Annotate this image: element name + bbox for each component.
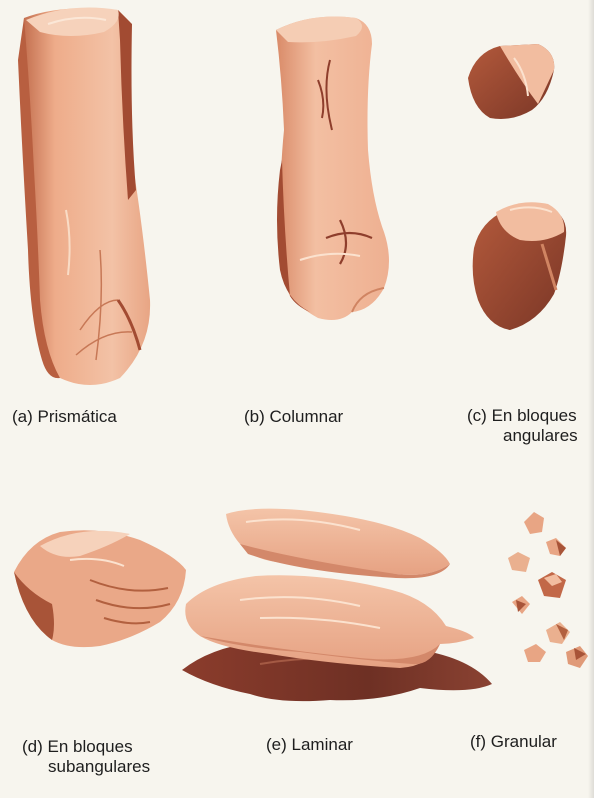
caption-columnar: (b) Columnar [244, 407, 343, 427]
caption-text: En bloques [492, 406, 577, 425]
platy-structure-illustration [182, 509, 492, 701]
prismatic-structure-illustration [18, 8, 150, 385]
caption-text: Columnar [270, 407, 344, 426]
caption-prismatic: (a) Prismática [12, 407, 117, 427]
caption-granular: (f) Granular [470, 732, 557, 752]
angular-blocky-structure-illustration [468, 44, 566, 330]
caption-platy: (e) Laminar [266, 735, 353, 755]
caption-letter: (a) [12, 407, 33, 426]
page-edge-shadow [588, 0, 594, 798]
caption-letter: (b) [244, 407, 265, 426]
caption-letter: (c) [467, 406, 487, 425]
caption-text: En bloques [48, 737, 133, 756]
caption-text: Prismática [38, 407, 117, 426]
caption-text-line2: subangulares [22, 757, 150, 777]
caption-letter: (f) [470, 732, 486, 751]
caption-text-line2: angulares [467, 426, 578, 446]
caption-subangular-blocky: (d) En bloques subangulares [22, 737, 150, 777]
subangular-blocky-structure-illustration [14, 530, 186, 647]
caption-text: Laminar [292, 735, 353, 754]
caption-angular-blocky: (c) En bloques angulares [467, 406, 578, 446]
caption-letter: (e) [266, 735, 287, 754]
caption-text: Granular [491, 732, 557, 751]
columnar-structure-illustration [276, 17, 389, 321]
granular-structure-illustration [508, 512, 588, 668]
caption-letter: (d) [22, 737, 43, 756]
